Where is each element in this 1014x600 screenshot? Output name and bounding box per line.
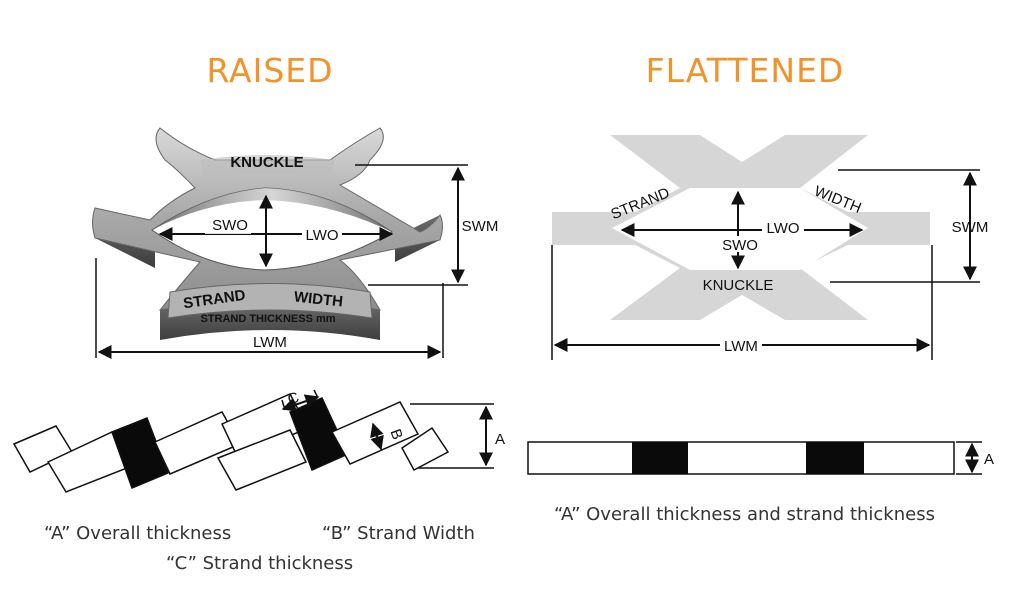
raised-swo-label: SWO xyxy=(212,217,248,234)
flattened-swm-label: SWM xyxy=(952,219,989,236)
raised-width-label: WIDTH xyxy=(293,289,344,311)
caption-c: “C” Strand thickness xyxy=(166,553,353,574)
section-a-label: A xyxy=(495,431,505,448)
flat-caption: “A” Overall thickness and strand thickne… xyxy=(554,504,935,525)
raised-swm-label: SWM xyxy=(462,218,499,235)
flattened-knuckle-label: KNUCKLE xyxy=(703,277,774,294)
flattened-lwm-label: LWM xyxy=(724,338,758,355)
section-b-arrow xyxy=(370,422,384,451)
flattened-swo-label: SWO xyxy=(722,237,758,254)
raised-title: RAISED xyxy=(206,51,333,90)
section-c-arrow xyxy=(281,394,320,412)
flat-section-a-label: A xyxy=(984,451,994,468)
raised-strand-thickness-label: STRAND THICKNESS mm xyxy=(200,313,335,325)
flattened-lwo-label: LWO xyxy=(766,220,799,237)
caption-a: “A” Overall thickness xyxy=(44,523,231,544)
raised-lwm-label: LWM xyxy=(253,334,287,351)
flattened-cross-section xyxy=(527,441,955,475)
raised-knuckle-label: KNUCKLE xyxy=(230,154,303,171)
caption-b: “B” Strand Width xyxy=(322,523,475,544)
flattened-title: FLATTENED xyxy=(646,51,845,90)
raised-cross-section xyxy=(12,393,450,493)
raised-lwo-label: LWO xyxy=(305,227,338,244)
